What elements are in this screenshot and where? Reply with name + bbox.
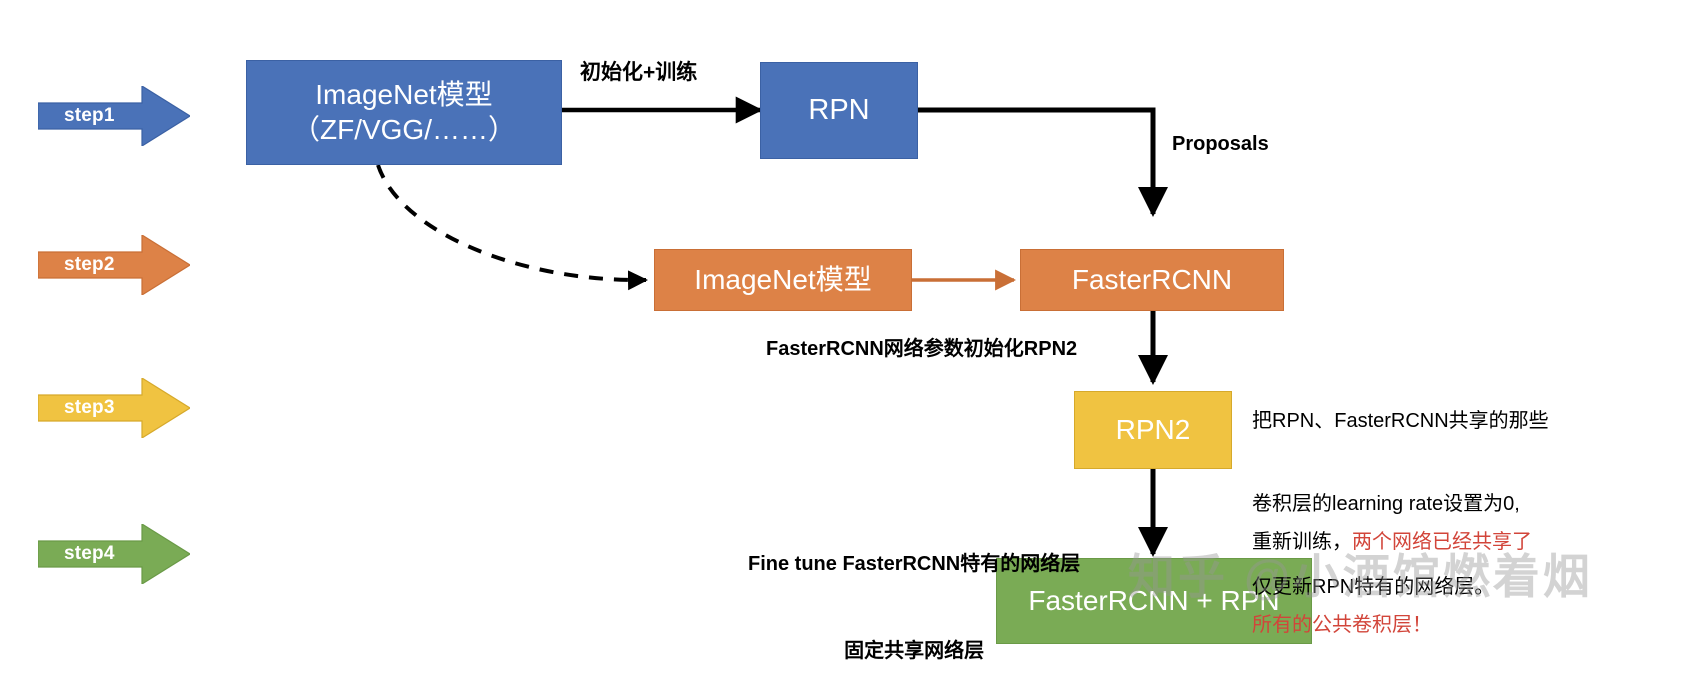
step3-label: step3 bbox=[64, 397, 115, 418]
step2-arrow-shape bbox=[37, 233, 192, 297]
box-imagenet-model: ImageNet模型 （ZF/VGG/……） bbox=[246, 60, 562, 165]
label-init-train: 初始化+训练 bbox=[580, 61, 698, 84]
step-arrow-step1: step1 bbox=[37, 84, 192, 148]
step4-arrow-shape bbox=[37, 522, 192, 586]
annotation-learning-rate-line2: 卷积层的learning rate设置为0, bbox=[1252, 492, 1520, 515]
label-fine-tune: Fine tune FasterRCNN特有的网络层 固定共享网络层 bbox=[748, 492, 1080, 686]
box-fasterrcnn-rpn: FasterRCNN + RPN bbox=[996, 558, 1312, 644]
annotation-learning-rate-line3: 仅更新RPN特有的网络层。 bbox=[1252, 575, 1495, 598]
box-imagenet-model-step2: ImageNet模型 bbox=[654, 249, 912, 311]
box-rpn: RPN bbox=[760, 62, 918, 159]
connector-rpn-to-fasterrcnn bbox=[918, 107, 1168, 217]
annotation-learning-rate-line1: 把RPN、FasterRCNN共享的那些 bbox=[1252, 410, 1549, 433]
step-arrow-step2: step2 bbox=[37, 233, 192, 297]
box-imagenet-model-line1: ImageNet模型 bbox=[315, 79, 493, 111]
box-imagenet-model-step2-label: ImageNet模型 bbox=[694, 263, 872, 295]
annotation-retrain: 重新训练，两个网络已经共享了 所有的公共卷积层！ bbox=[1252, 474, 1532, 686]
box-imagenet-model-line2: （ZF/VGG/……） bbox=[291, 113, 516, 145]
annotation-learning-rate: 把RPN、FasterRCNN共享的那些 卷积层的learning rate设置… bbox=[1252, 353, 1549, 657]
box-rpn2-label: RPN2 bbox=[1115, 413, 1191, 445]
connector-imagenet-dashed bbox=[376, 164, 648, 291]
label-init-rpn2: FasterRCNN网络参数初始化RPN2 bbox=[766, 338, 1078, 360]
annotation-retrain-line1: 重新训练，两个网络已经共享了 bbox=[1252, 529, 1532, 557]
annotation-retrain-red-line2: 所有的公共卷积层！ bbox=[1252, 613, 1432, 636]
box-rpn-label: RPN bbox=[808, 93, 870, 126]
watermark: 知乎 @小酒馆燃着烟 bbox=[1128, 550, 1593, 603]
box-fasterrcnn: FasterRCNN bbox=[1020, 249, 1284, 311]
annotation-retrain-prefix: 重新训练， bbox=[1252, 531, 1352, 554]
box-fasterrcnn-rpn-label: FasterRCNN + RPN bbox=[1028, 584, 1280, 616]
box-rpn2: RPN2 bbox=[1074, 391, 1232, 469]
step-arrow-step3: step3 bbox=[37, 376, 192, 440]
label-fine-tune-line1: Fine tune FasterRCNN特有的网络层 bbox=[748, 553, 1081, 575]
label-proposals: Proposals bbox=[1172, 133, 1269, 155]
step4-label: step4 bbox=[64, 543, 115, 564]
step-arrow-step4: step4 bbox=[37, 522, 192, 586]
step1-label: step1 bbox=[64, 105, 115, 126]
step1-arrow-shape bbox=[37, 84, 192, 148]
box-fasterrcnn-label: FasterRCNN bbox=[1071, 263, 1233, 295]
step2-label: step2 bbox=[64, 254, 115, 275]
label-fine-tune-line2: 固定共享网络层 bbox=[844, 640, 985, 662]
annotation-retrain-red-line1: 两个网络已经共享了 bbox=[1352, 531, 1532, 554]
step3-arrow-shape bbox=[37, 376, 192, 440]
